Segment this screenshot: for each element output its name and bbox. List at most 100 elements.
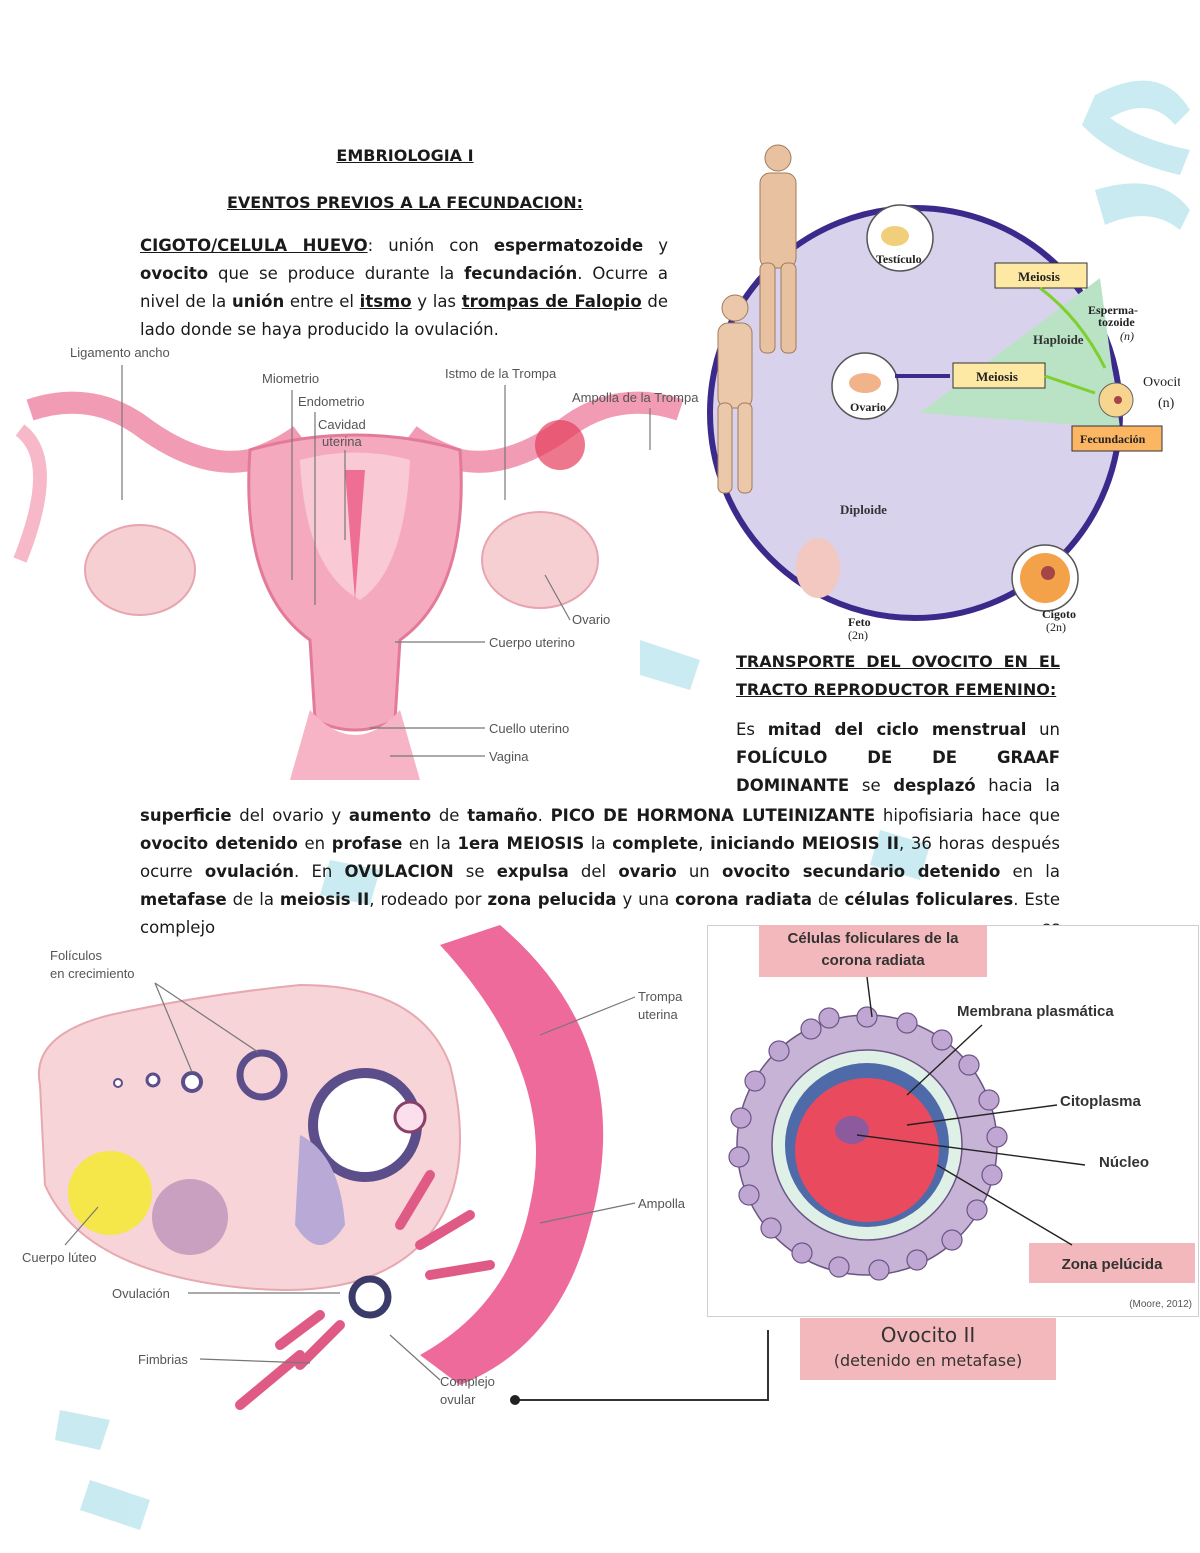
label-esperma-1: Esperma-	[1088, 303, 1138, 317]
text: ciclo menstrual	[876, 720, 1027, 739]
label-esperma-n: (n)	[1120, 329, 1134, 343]
label-fecundacion: Fecundación	[1080, 432, 1146, 446]
text: OVULACION	[344, 862, 454, 881]
text: . Ocurre a nivel de la	[140, 264, 668, 311]
text: la	[584, 834, 613, 853]
label-miometrio: Miometrio	[262, 371, 319, 386]
label-ovocito-n: (n)	[1158, 396, 1175, 411]
text: hacia la	[975, 776, 1060, 795]
label-ovular: ovular	[440, 1392, 476, 1407]
section-heading-eventos: EVENTOS PREVIOS A LA FECUNDACION:	[226, 193, 584, 212]
text: meiosis II	[279, 890, 370, 909]
label-citoplasma: Citoplasma	[1060, 1093, 1142, 1110]
text: : unión con	[367, 236, 494, 255]
label-diploide: Diploide	[840, 502, 887, 517]
text: metafase	[140, 890, 227, 909]
text: de la	[226, 890, 280, 909]
text: tamaño	[467, 806, 538, 825]
ovocito-subtitle: (detenido en metafase)	[833, 1351, 1023, 1370]
label-esperma-2: tozoide	[1098, 315, 1135, 329]
text: , rodeado por	[369, 890, 488, 909]
text: corona radiata	[675, 890, 812, 909]
connector-line	[510, 1330, 769, 1405]
heading-line: TRACTO REPRODUCTOR FEMENINO:	[736, 680, 1057, 699]
text: entre el	[284, 292, 360, 311]
label-ampolla-trompa: Ampolla de la Trompa	[572, 390, 699, 405]
ovocito-title: Ovocito II	[880, 1323, 976, 1347]
text: en la	[402, 834, 458, 853]
paragraph-transporte-wide: superficie del ovario y aumento de tamañ…	[140, 802, 1060, 942]
text: hipofisiaria hace que	[875, 806, 1060, 825]
text: profase	[331, 834, 403, 853]
label-feto-2n: (2n)	[848, 628, 868, 642]
label-uterina: uterina	[638, 1007, 679, 1022]
label-ovario: Ovario	[850, 400, 886, 414]
label-cuerpo-luteo: Cuerpo lúteo	[22, 1250, 96, 1265]
text: un	[1026, 720, 1060, 739]
text: un	[676, 862, 722, 881]
text: fecundación	[464, 264, 578, 283]
label-ovocito: Ovocito	[1143, 375, 1180, 390]
text: en la	[1000, 862, 1061, 881]
text: Es	[736, 720, 768, 739]
text: .	[537, 806, 551, 825]
text: ovario	[618, 862, 677, 881]
text: en	[297, 834, 332, 853]
label-membrana: Membrana plasmática	[957, 1003, 1114, 1020]
text: ovocito detenido	[140, 834, 298, 853]
text: de lado donde se haya producido la ovula…	[140, 292, 669, 339]
label-complejo: Complejo	[440, 1374, 495, 1389]
text: ovulación	[204, 862, 295, 881]
label-cavidad: Cavidad	[318, 417, 366, 432]
label-feto: Feto	[848, 615, 871, 629]
line: Es mitad del ciclo menstrual un	[736, 716, 1060, 744]
text: complete	[612, 834, 699, 853]
label-endometrio: Endometrio	[298, 394, 364, 409]
text: trompas de Falopio	[461, 292, 642, 311]
label-cigoto-2n: (2n)	[1046, 620, 1066, 634]
text: PICO DE HORMONA LUTEINIZANTE	[550, 806, 876, 825]
label-foliculos: Folículos	[50, 948, 103, 963]
text: superficie	[140, 806, 232, 825]
text: itsmo	[359, 292, 412, 311]
text: ovocito secundario detenido	[721, 862, 1001, 881]
label-meiosis-1: Meiosis	[1018, 269, 1060, 284]
label-ovario: Ovario	[572, 612, 610, 627]
label-trompa: Trompa	[638, 989, 683, 1004]
section-heading-transporte: TRANSPORTE DEL OVOCITO EN EL TRACTO REPR…	[736, 648, 1060, 704]
text: de	[431, 806, 468, 825]
text: , 36 horas después ocurre	[140, 834, 1061, 881]
text: se	[453, 862, 497, 881]
ovocito-caption-box: Ovocito II (detenido en metafase)	[800, 1318, 1056, 1380]
label-nucleo: Núcleo	[1099, 1154, 1149, 1171]
text: iniciando MEIOSIS II	[710, 834, 899, 853]
text: ovocito	[140, 264, 209, 283]
label-uterina: uterina	[322, 434, 363, 449]
text: del	[568, 862, 619, 881]
label-zona: Zona pelúcida	[1062, 1256, 1164, 1273]
label-cigoto: Cigoto	[1042, 607, 1076, 621]
text: expulsa	[496, 862, 569, 881]
label-ligamento-ancho: Ligamento ancho	[70, 345, 170, 360]
text: células foliculares	[844, 890, 1014, 909]
paragraph-transporte-narrow: Es mitad del ciclo menstrual un FOLÍCULO…	[736, 716, 1060, 800]
label-ampolla: Ampolla	[638, 1196, 686, 1211]
text: y una	[616, 890, 676, 909]
line: FOLÍCULO DE DE GRAAF	[736, 748, 1060, 767]
text: de	[811, 890, 845, 909]
text: aumento	[348, 806, 432, 825]
text: del	[821, 720, 877, 739]
label-cuello-uterino: Cuello uterino	[489, 721, 569, 736]
text: y las	[411, 292, 462, 311]
text: ,	[698, 834, 711, 853]
citation: (Moore, 2012)	[1129, 1299, 1192, 1310]
life-cycle-diagram: Testículo Meiosis Esperma- tozoide (n) H…	[707, 144, 1180, 642]
text: se	[849, 776, 894, 795]
label-istmo: Istmo de la Trompa	[445, 366, 557, 381]
label-en-crecimiento: en crecimiento	[50, 966, 135, 981]
label-cuerpo-uterino: Cuerpo uterino	[489, 635, 575, 650]
paragraph-cigoto: CIGOTO/CELULA HUEVO: unión con espermato…	[140, 232, 668, 344]
label-testiculo: Testículo	[876, 252, 922, 266]
text: . En	[294, 862, 345, 881]
